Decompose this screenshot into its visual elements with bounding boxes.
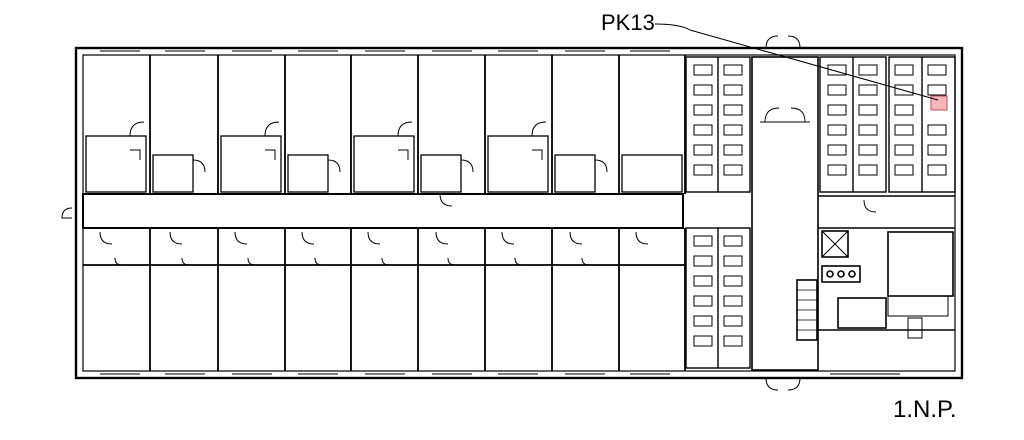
pk13-highlight (930, 95, 948, 111)
toilet-stalls (693, 64, 743, 347)
outer-wall (74, 46, 964, 380)
north-bathrooms (85, 135, 683, 193)
floor-label: 1.N.P. (893, 396, 957, 423)
callout-label: PK13 (601, 10, 655, 35)
lobby (751, 56, 819, 371)
corridor (82, 193, 684, 229)
east-lower-rooms (818, 195, 955, 339)
callout-leader (654, 23, 939, 101)
north-rooms (149, 55, 686, 194)
toilet-stalls-east (827, 64, 947, 176)
corridor-end-door (61, 207, 73, 219)
toilet-block-west (685, 56, 751, 369)
south-rooms (83, 228, 686, 371)
inner-wall (82, 54, 956, 372)
south-doors (99, 231, 649, 266)
entrance-doors (765, 35, 801, 391)
north-doors (129, 121, 608, 207)
toilet-block-east (819, 56, 956, 193)
